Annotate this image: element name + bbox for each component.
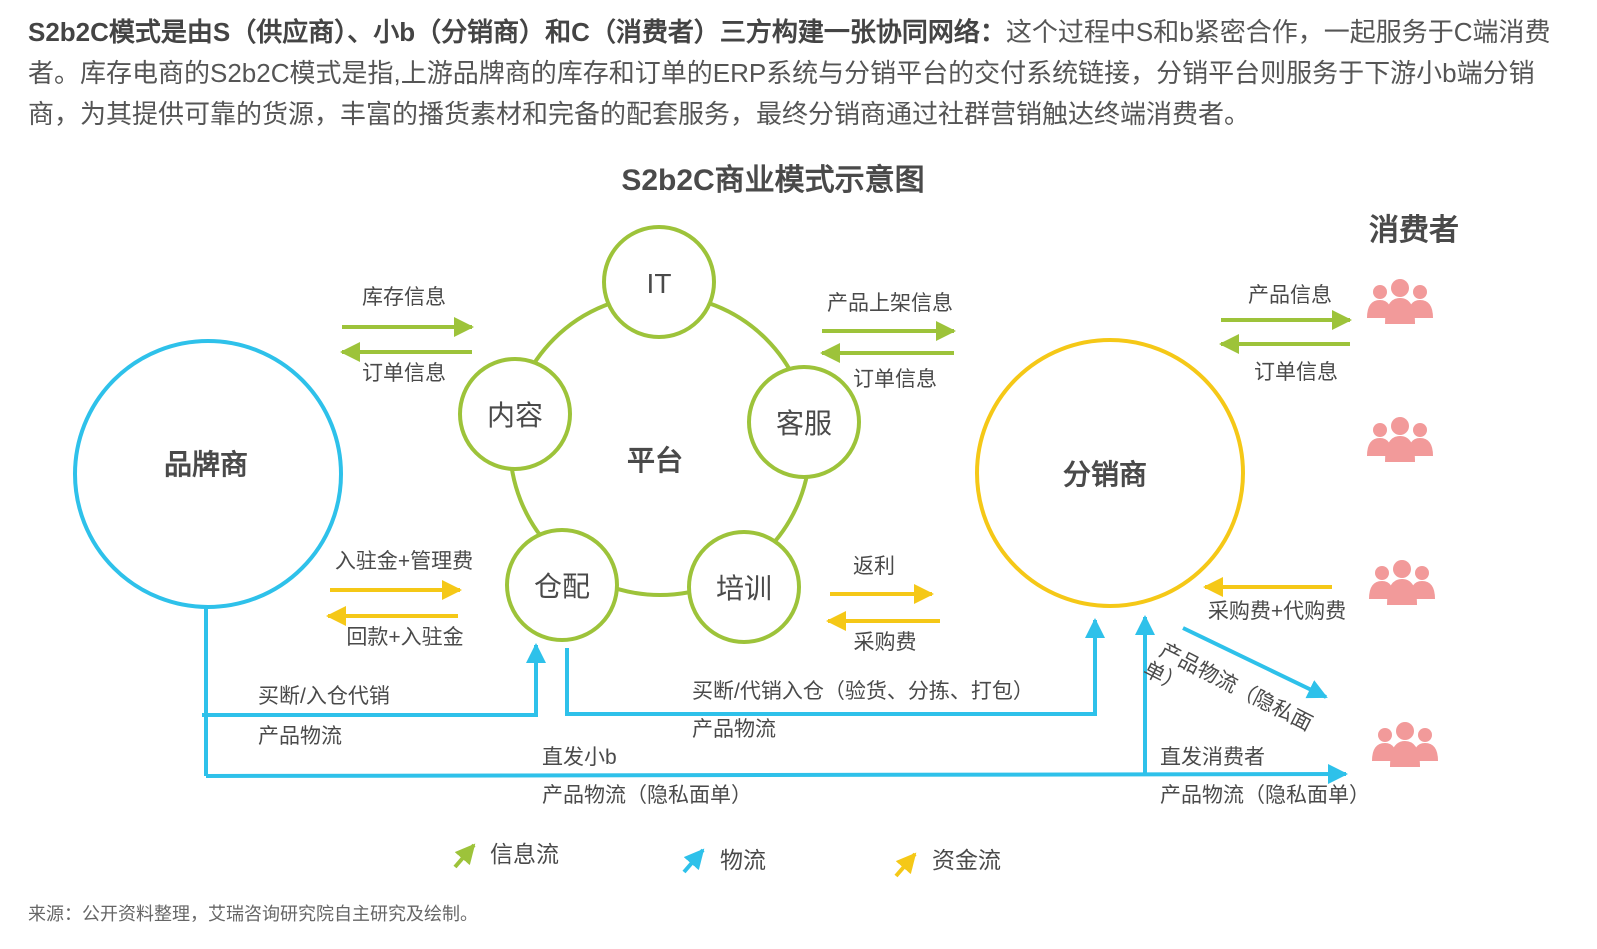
brand-label: 品牌商	[164, 449, 248, 480]
node-label-warehouse: 仓配	[534, 571, 590, 602]
rebate-label: 返利	[853, 555, 895, 578]
distributor-label: 分销商	[1063, 459, 1147, 490]
inventory-info-label: 库存信息	[362, 286, 446, 309]
platform-label: 平台	[627, 444, 683, 476]
intro-bold: S2b2C模式是由S（供应商）、小b（分销商）和C（消费者）三方构建一张协同网络…	[28, 17, 1006, 47]
purchase-agent-fee-label: 采购费+代购费	[1208, 600, 1346, 623]
buyout-agent-in-line	[565, 618, 1105, 716]
product-listing-label: 产品上架信息	[827, 292, 953, 315]
buyout-agent-in-label: 买断/代销入仓（验货、分拣、打包）	[692, 680, 1034, 703]
intro-text: 这个过程中S和b紧密合作，一起服务于C端消费者。库存电商的S2b2C模式是指,上…	[28, 17, 1551, 129]
order-info-right-label: 订单信息	[1254, 361, 1338, 384]
logistics-private-2-label: 产品物流（隐私面单）	[1160, 784, 1370, 807]
consumer-group-icon	[1369, 560, 1435, 605]
legend-info-flow: 信息流	[490, 841, 559, 867]
platform-node-warehouse: 仓配	[505, 528, 619, 642]
logistics-private-1-label: 产品物流（隐私面单）	[542, 784, 752, 807]
node-label-it: IT	[647, 268, 672, 299]
legend-logistics-icon	[682, 848, 705, 874]
order-info-left-label: 订单信息	[362, 362, 446, 385]
platform-node-training: 培训	[687, 530, 801, 644]
node-label-training: 培训	[716, 573, 772, 604]
intro-paragraph: S2b2C模式是由S（供应商）、小b（分销商）和C（消费者）三方构建一张协同网络…	[28, 12, 1573, 135]
legend: 信息流 物流 资金流	[453, 841, 1001, 878]
legend-money-flow-icon	[894, 852, 917, 878]
entry-fee-label: 入驻金+管理费	[335, 550, 473, 573]
diag-logistics-arrow	[1182, 626, 1328, 699]
platform-node-content: 内容	[458, 357, 572, 471]
consumer-group-icon	[1367, 279, 1433, 324]
diagram-title: S2b2C商业模式示意图	[621, 163, 924, 197]
legend-money-flow: 资金流	[932, 847, 1001, 873]
payment-back-label: 回款+入驻金	[346, 626, 463, 649]
buyout-warehouse-label: 买断/入仓代销	[258, 685, 390, 708]
purchase-fee-label: 采购费	[854, 631, 917, 654]
product-info-right-label: 产品信息	[1248, 284, 1332, 307]
consumer-group-icon	[1367, 417, 1433, 462]
product-logistics-1-label: 产品物流	[258, 725, 342, 748]
platform-node-it: IT	[602, 225, 716, 339]
buyout-warehouse-line	[202, 643, 546, 717]
direct-line	[205, 764, 1348, 785]
direct-small-b-label: 直发小b	[542, 746, 617, 769]
distributor-circle	[975, 338, 1245, 608]
order-info-mid-label: 订单信息	[853, 368, 937, 391]
legend-info-flow-icon	[453, 843, 476, 869]
node-label-content: 内容	[487, 400, 543, 431]
consumer-heading: 消费者	[1369, 214, 1459, 247]
direct-consumer-label: 直发消费者	[1160, 746, 1265, 769]
node-label-customer-service: 客服	[776, 408, 832, 439]
product-logistics-2-label: 产品物流	[692, 718, 776, 741]
source-note: 来源：公开资料整理，艾瑞咨询研究院自主研究及绘制。	[28, 904, 478, 924]
platform-node-customer-service: 客服	[747, 365, 861, 479]
legend-logistics: 物流	[720, 847, 766, 873]
consumer-group-icon	[1372, 722, 1438, 767]
